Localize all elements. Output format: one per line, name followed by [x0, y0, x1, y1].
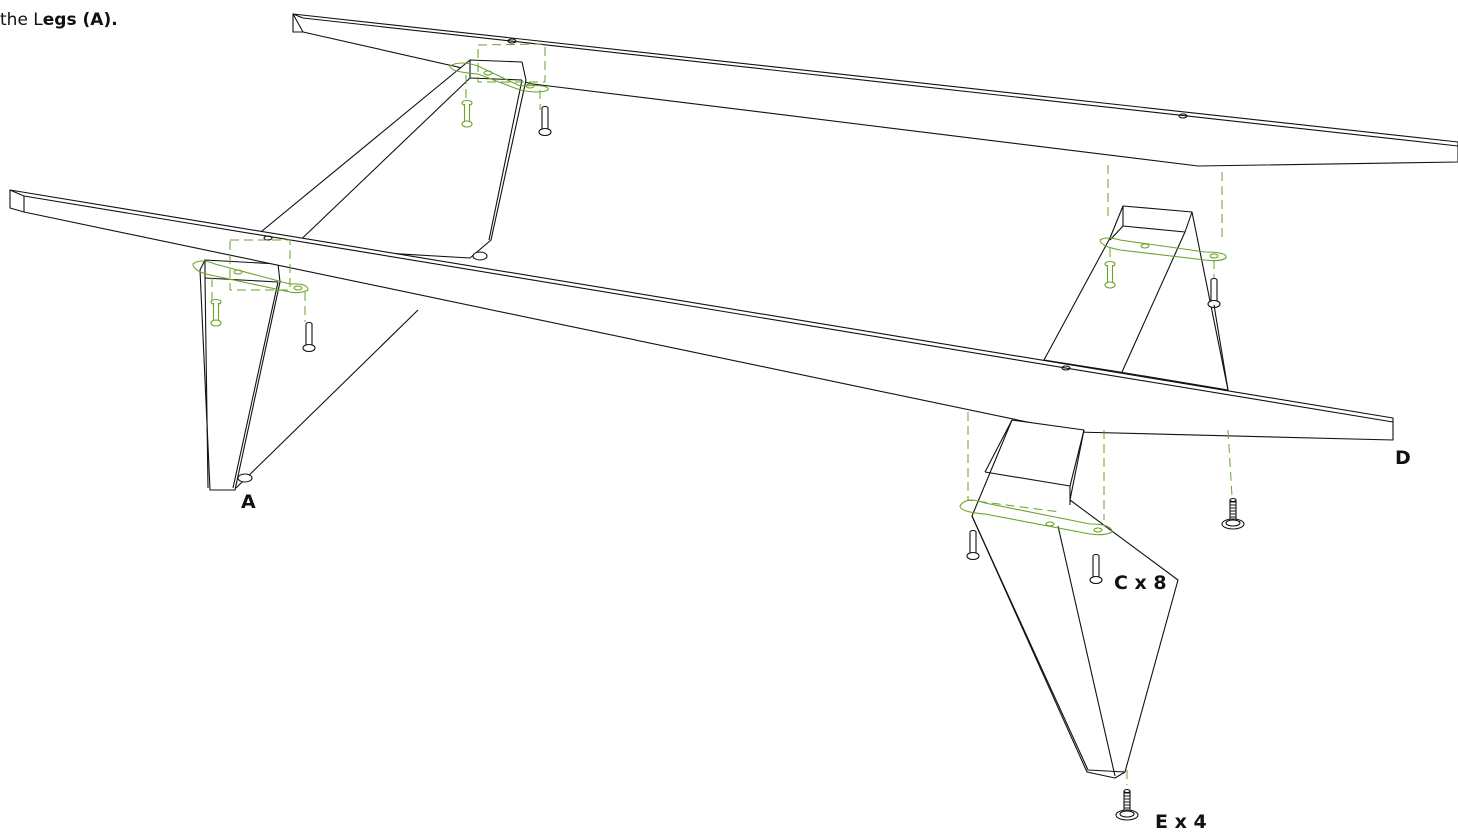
bolt-count-label: C x 8 — [1114, 572, 1167, 594]
front-rail — [9, 189, 1394, 441]
bolt-icon — [538, 105, 552, 137]
back-rail — [292, 13, 1458, 167]
instruction-prefix: the L — [0, 10, 43, 30]
instruction-bold: egs (A). — [42, 10, 118, 30]
front-right-bracket — [959, 412, 1113, 536]
bolt-icon — [966, 529, 980, 561]
back-right-leg — [1043, 205, 1229, 391]
front-left-leg — [199, 259, 419, 491]
leveling-foot-icon — [1115, 788, 1139, 821]
rail-label: D — [1395, 447, 1411, 469]
back-left-leg — [244, 59, 527, 261]
instruction-text: the Legs (A). — [0, 10, 118, 30]
back-left-bracket — [449, 43, 549, 110]
bolt-icon — [302, 321, 316, 353]
leg-label: A — [241, 491, 256, 513]
leveling-foot-icon — [1221, 497, 1245, 530]
bolt-icon — [1207, 277, 1221, 309]
foot-count-label: E x 4 — [1155, 811, 1207, 833]
back-right-bracket — [1099, 165, 1227, 282]
front-left-bracket — [192, 239, 309, 322]
front-right-leg — [971, 419, 1179, 779]
